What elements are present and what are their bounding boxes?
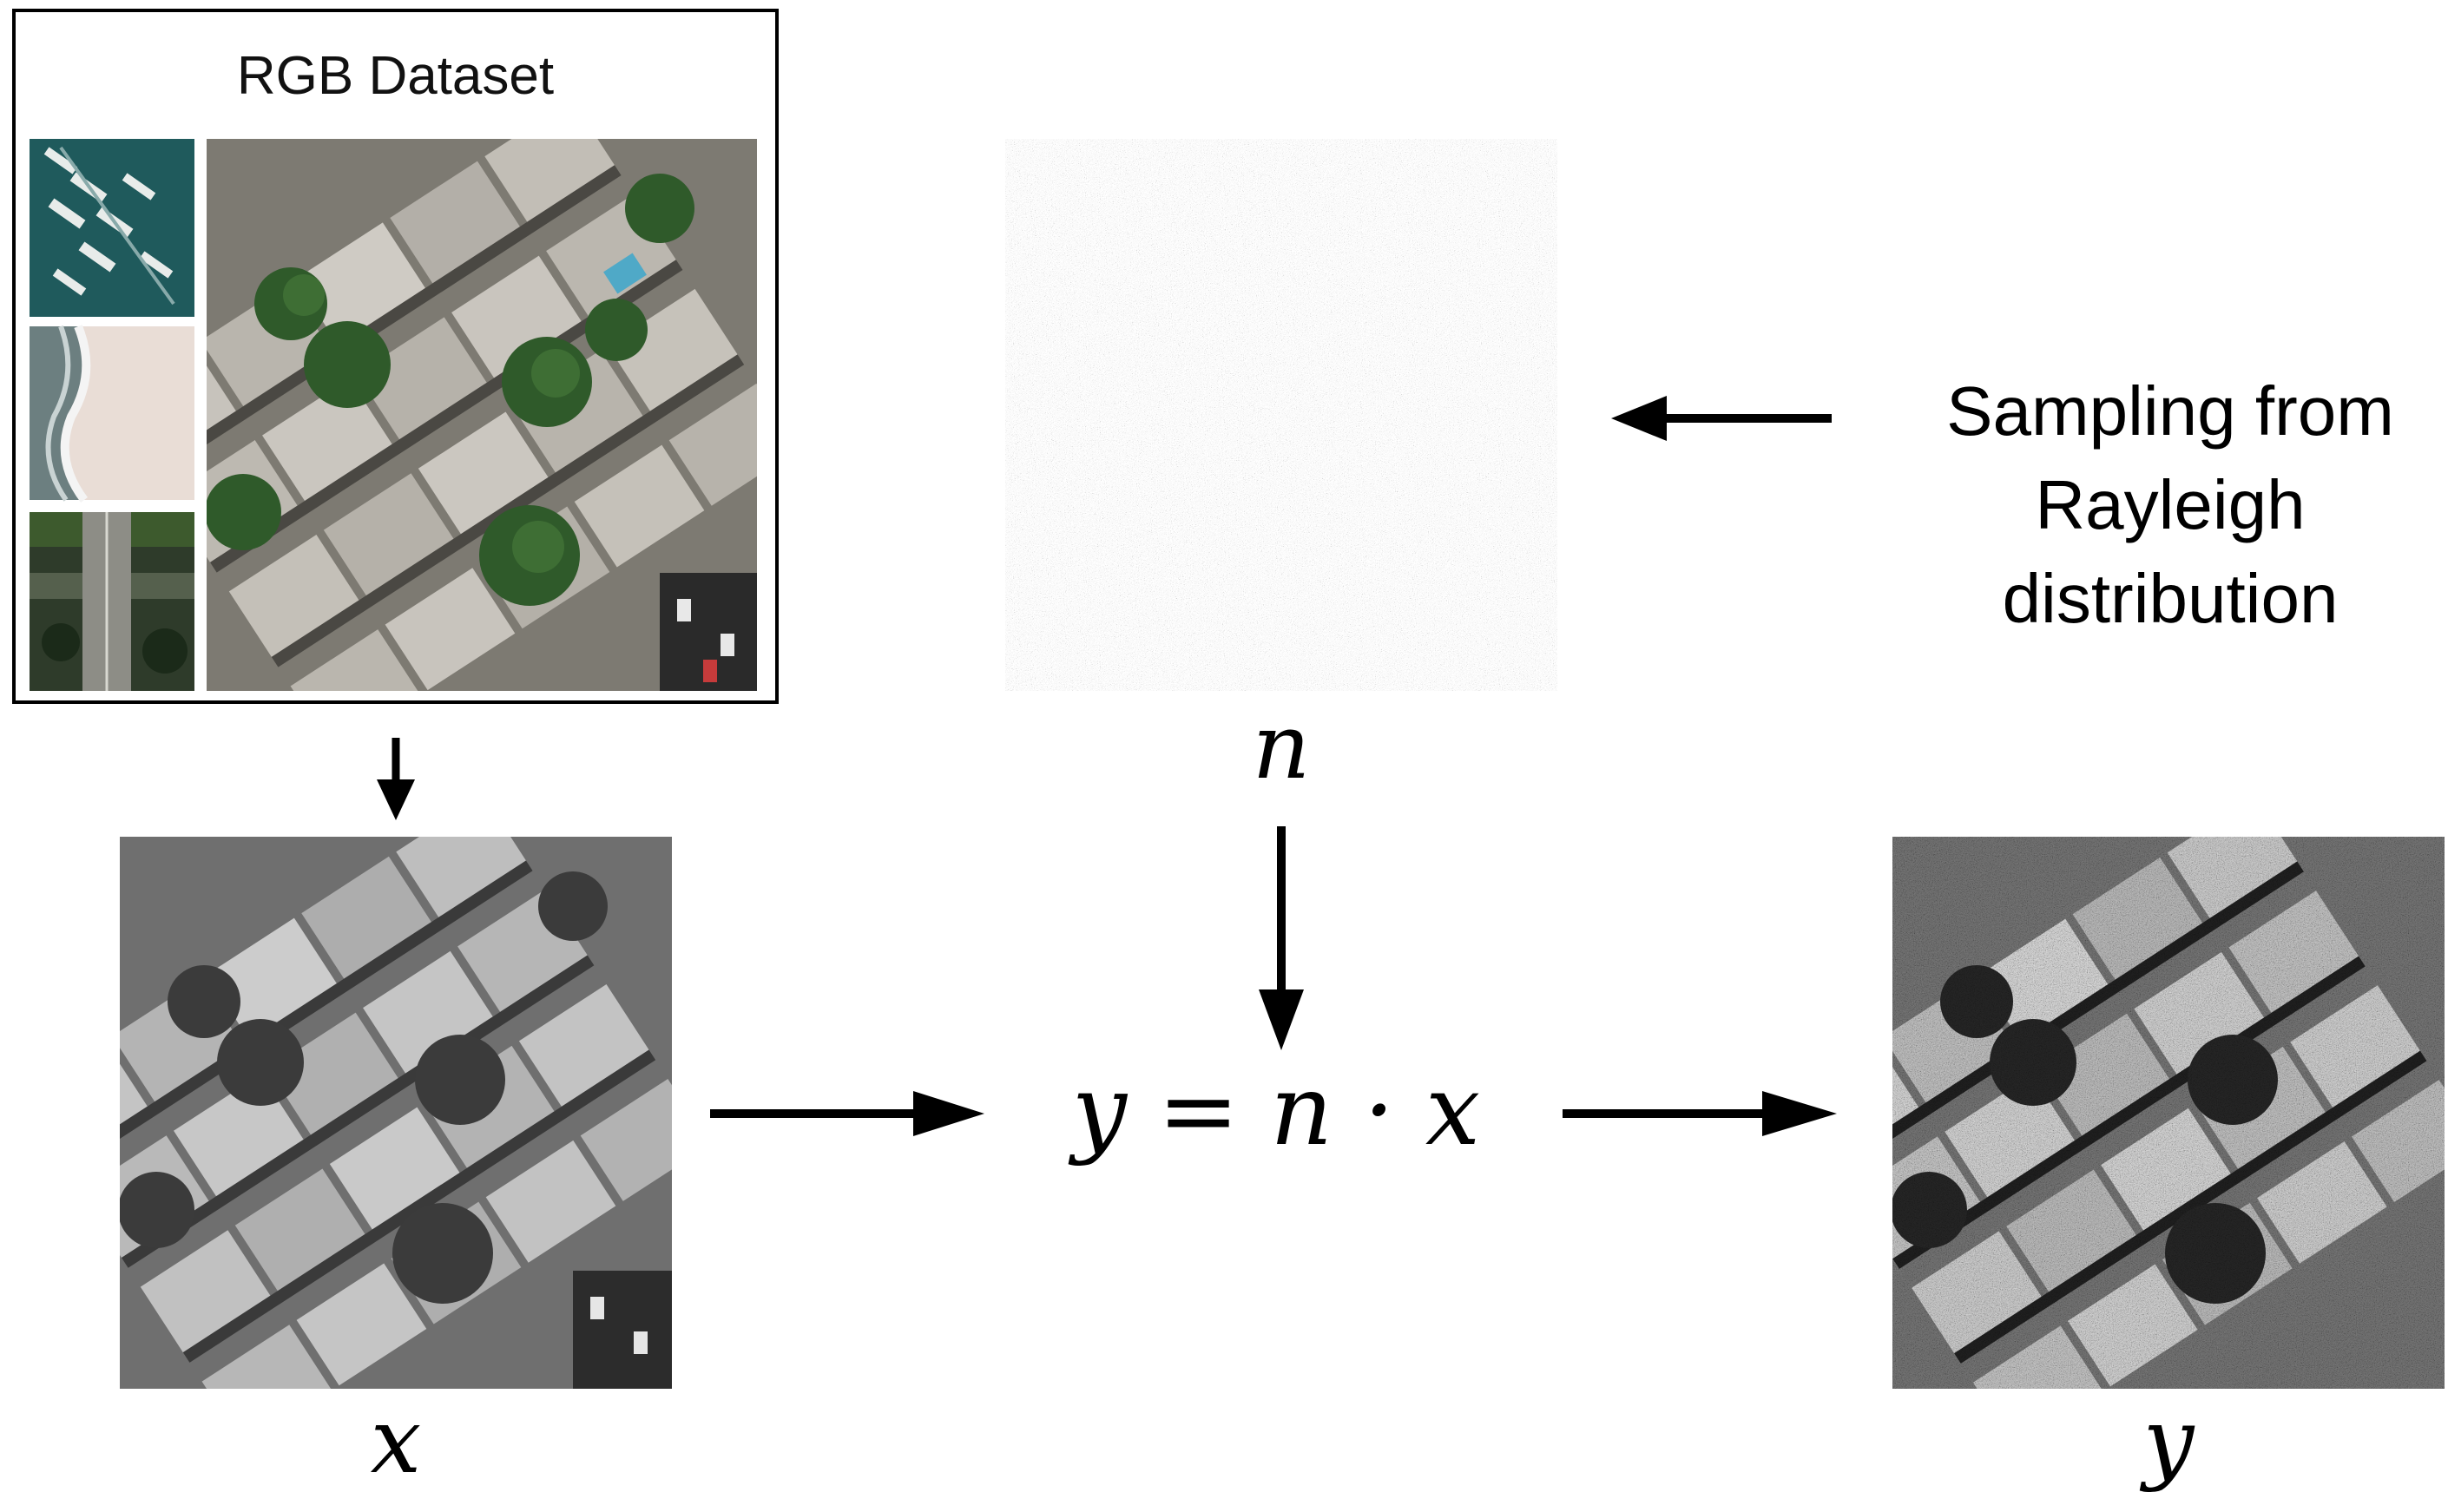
equation: y = n · x <box>1071 1055 1481 1167</box>
thumbnail-harbor <box>30 139 194 317</box>
sampling-line-3: distribution <box>2002 560 2339 637</box>
aerial-color-image <box>207 139 757 691</box>
arrow-x-to-equation <box>710 1091 984 1136</box>
label-x: x <box>370 1388 422 1494</box>
arrow-n-to-equation <box>1259 826 1304 1050</box>
thumbnail-road <box>30 512 194 691</box>
arrow-dataset-to-x <box>377 738 415 820</box>
sampling-line-1: Sampling from <box>1946 372 2394 450</box>
sampling-line-2: Rayleigh <box>2035 466 2306 543</box>
grayscale-image-x <box>120 837 672 1389</box>
label-n: n <box>1252 694 1311 799</box>
noisy-image-y <box>1892 837 2445 1389</box>
thumbnail-beach <box>30 325 194 503</box>
arrow-equation-to-y <box>1563 1091 1837 1136</box>
arrow-sampling-to-n <box>1611 396 1832 441</box>
dataset-title: RGB Dataset <box>236 46 555 106</box>
noise-image-n <box>1005 139 1557 691</box>
label-y: y <box>2142 1388 2195 1494</box>
sampling-text: Sampling from Rayleigh distribution <box>1866 365 2448 646</box>
